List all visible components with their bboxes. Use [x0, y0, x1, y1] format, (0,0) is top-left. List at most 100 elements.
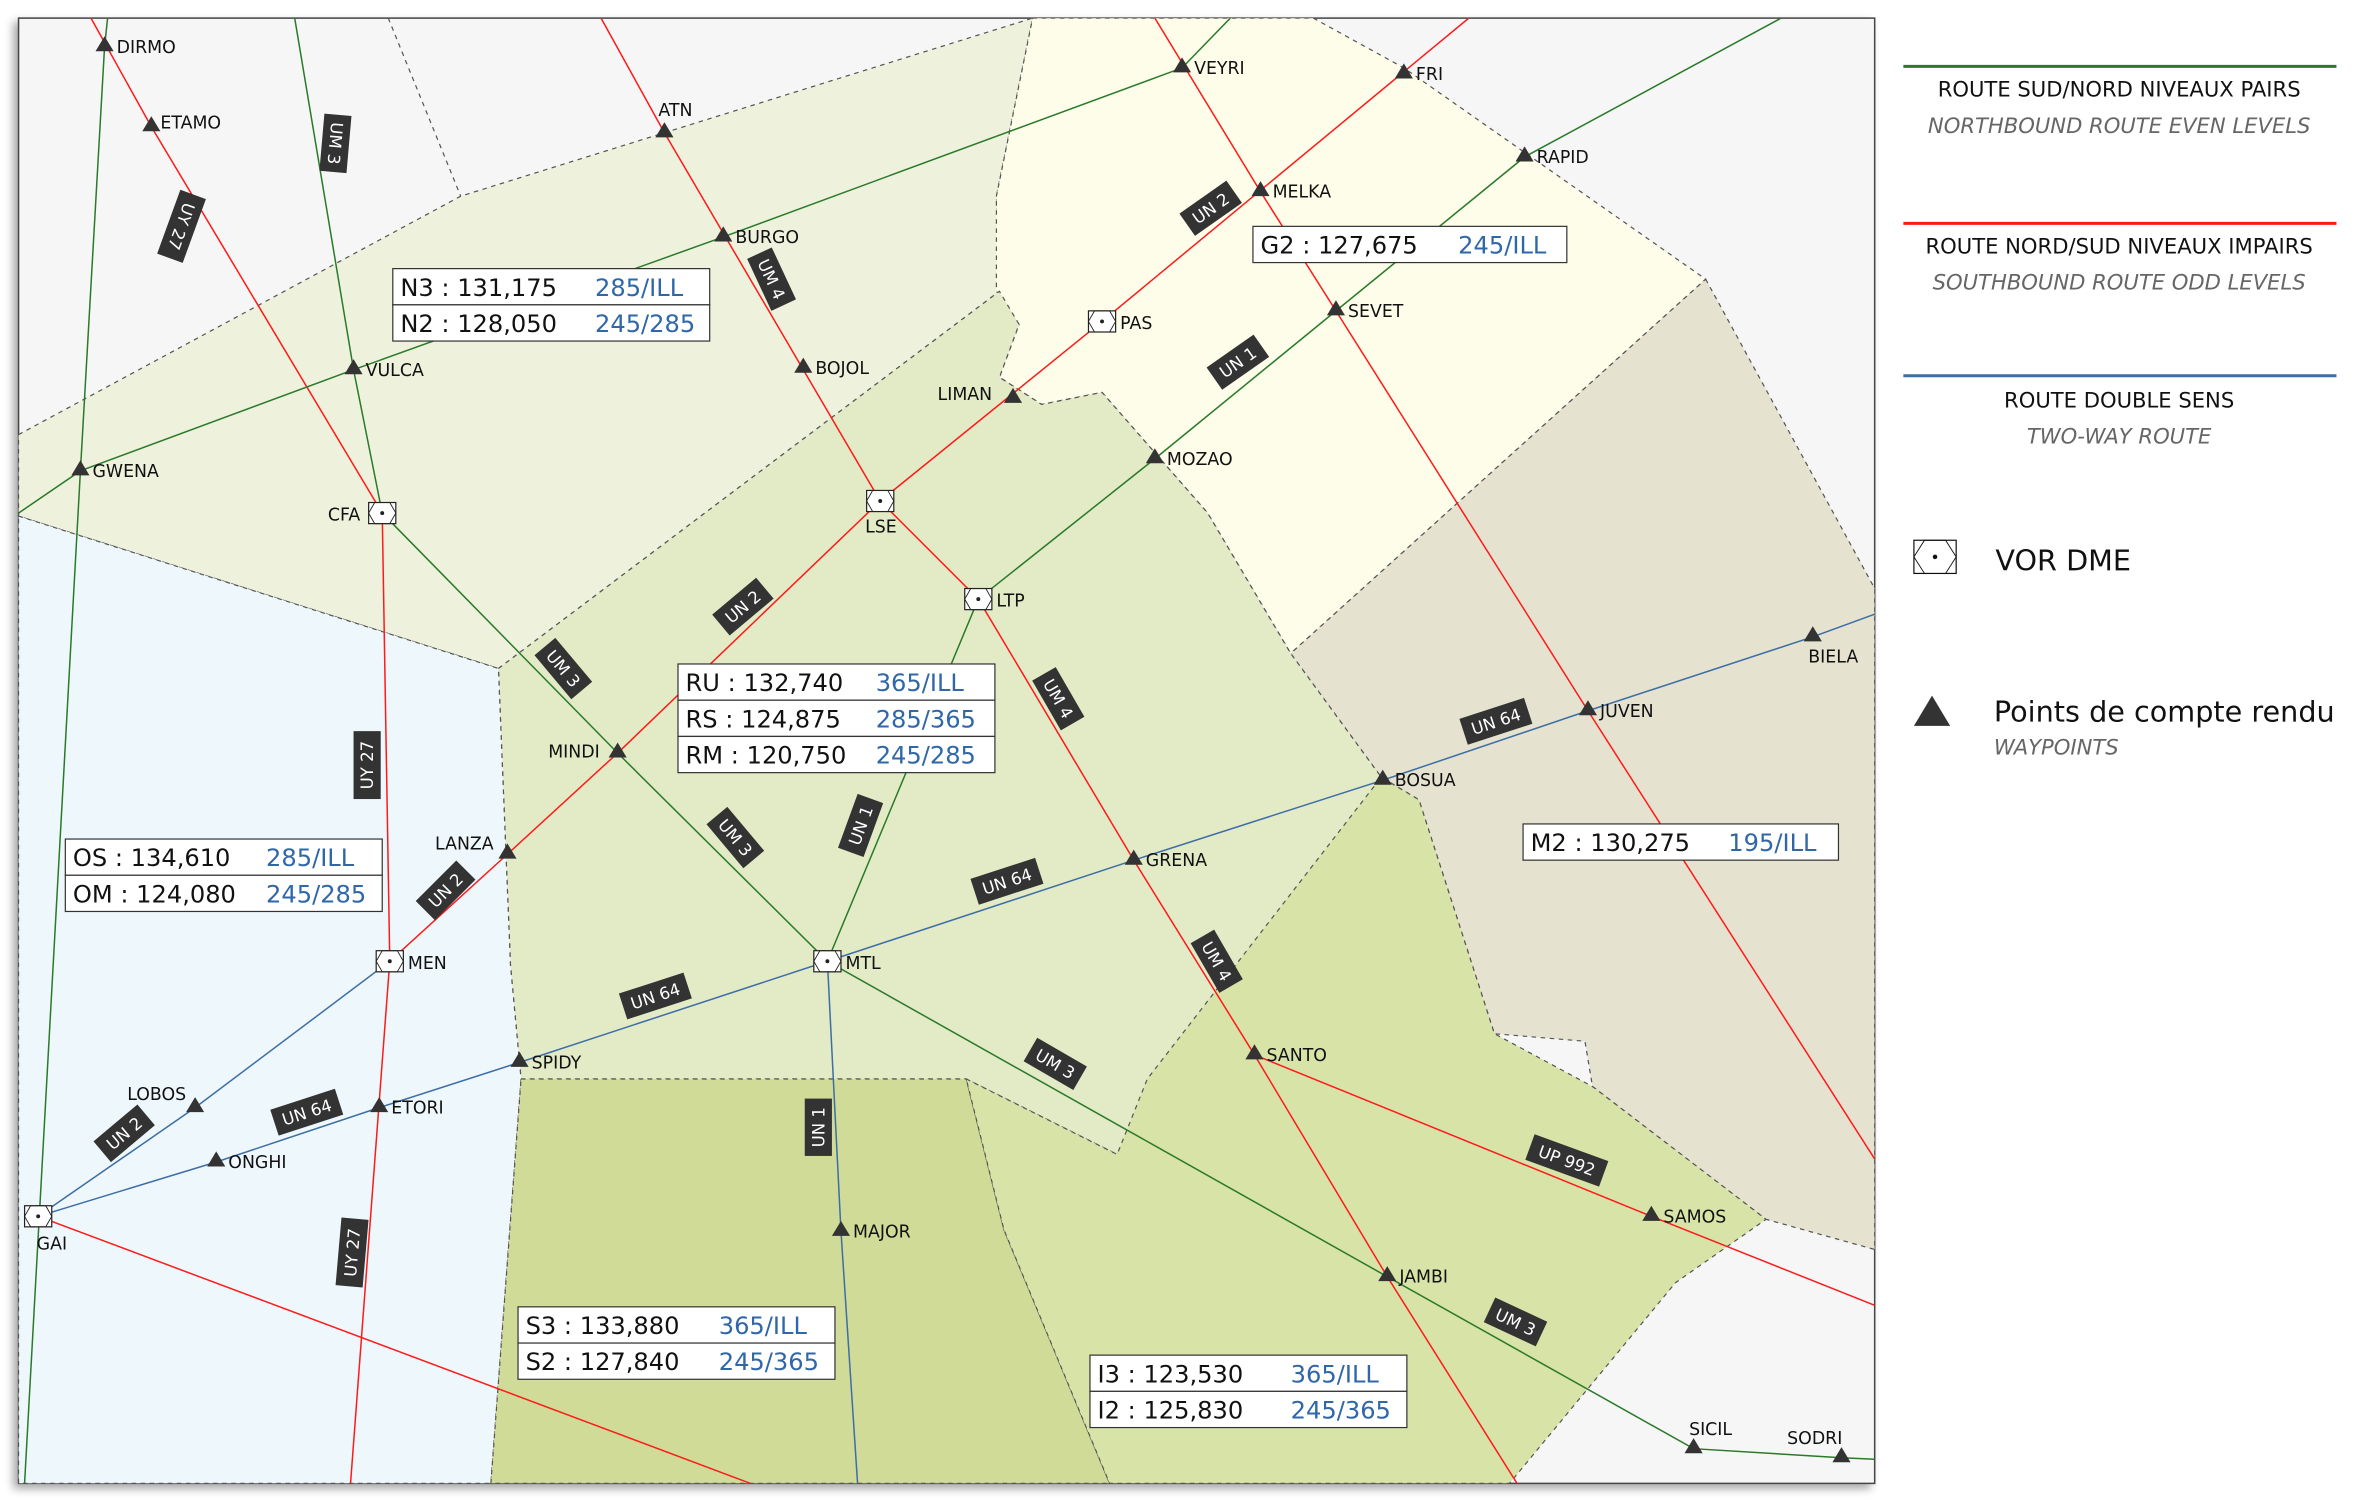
route-label-bg	[712, 577, 774, 636]
waypoint-triangle-icon	[831, 1220, 851, 1236]
waypoint-lanza: LANZA	[435, 835, 517, 859]
waypoint-mozao: MOZAO	[1145, 448, 1233, 470]
frequency: 132,740	[743, 669, 843, 697]
waypoint-triangle-icon	[142, 116, 161, 132]
separator: :	[720, 669, 743, 697]
waypoint-vulca: VULCA	[344, 359, 424, 381]
region-o	[18, 515, 522, 1484]
waypoint-spidy: SPIDY	[510, 1051, 582, 1073]
waypoint-triangle-icon	[1832, 1447, 1851, 1463]
route-label-bg	[157, 189, 206, 263]
flight-levels: 245/365	[1291, 1397, 1391, 1425]
waypoint-triangle-icon	[1394, 63, 1413, 79]
waypoint-gwena: GWENA	[71, 460, 159, 482]
route-label: UY 27	[335, 1217, 369, 1288]
route-label-bg	[335, 1217, 369, 1288]
sector-name: S3	[526, 1312, 557, 1340]
route-label-bg	[747, 247, 796, 311]
waypoint-name: RAPID	[1537, 148, 1589, 168]
waypoint-biela: BIELA	[1803, 626, 1858, 667]
waypoint-triangle-icon	[498, 843, 517, 859]
waypoint-major: MAJOR	[831, 1220, 911, 1242]
vor-pas: PAS	[1087, 310, 1152, 334]
flight-levels: 245/285	[595, 310, 695, 338]
route-label-bg	[93, 1104, 155, 1163]
waypoint-triangle-icon	[510, 1051, 529, 1067]
waypoint-triangle-icon	[186, 1097, 205, 1113]
route-label-bg	[706, 806, 765, 869]
legend-northbound-en: NORTHBOUND ROUTE EVEN LEVELS	[1928, 113, 2310, 138]
separator: :	[1567, 829, 1590, 857]
legend-southbound-fr: ROUTE NORD/SUD NIVEAUX IMPAIRS	[1925, 234, 2312, 259]
sector-name: S2	[526, 1348, 557, 1376]
vor-name: LTP	[996, 592, 1024, 612]
flight-levels: 285/365	[876, 705, 976, 733]
waypoint-triangle-icon	[794, 357, 813, 373]
waypoint-onghi: ONGHI	[207, 1151, 287, 1173]
sector-name: OS	[73, 844, 107, 872]
waypoint-name: SEVET	[1348, 302, 1404, 322]
frequency-row	[517, 1342, 836, 1380]
waypoint-name: BURGO	[735, 228, 799, 248]
frequency: 127,675	[1318, 232, 1418, 260]
waypoint-triangle-icon	[1003, 387, 1023, 403]
waypoint-name: SODRI	[1787, 1429, 1842, 1449]
waypoint-name: VULCA	[366, 361, 424, 381]
waypoint-name: BOJOL	[815, 359, 869, 379]
waypoint-name: VEYRI	[1194, 59, 1245, 79]
separator: :	[723, 742, 746, 770]
route-label-text: UY 27	[358, 741, 377, 790]
separator: :	[718, 705, 741, 733]
waypoint-grena: GRENA	[1124, 849, 1207, 871]
waypoint-dirmo: DIRMO	[95, 36, 176, 58]
frequency: 128,050	[457, 310, 557, 338]
flight-levels: 365/ILL	[1291, 1360, 1380, 1388]
waypoint-name: FRI	[1416, 65, 1443, 85]
waypoint-name: JAMBI	[1398, 1268, 1448, 1288]
route-label-bg	[970, 857, 1044, 905]
legend-vor-label: VOR DME	[1995, 543, 2131, 577]
route-label-bg	[1023, 1037, 1087, 1090]
route-label-bg	[1459, 697, 1533, 745]
vor-men: MEN	[375, 950, 447, 974]
route-label-bg	[1032, 667, 1085, 731]
waypoint-name: SPIDY	[532, 1053, 582, 1073]
waypoint-bojol: BOJOL	[794, 357, 869, 379]
route-label: UN 1	[1206, 334, 1270, 390]
flight-levels: 195/ILL	[1728, 829, 1817, 857]
waypoint-juven: JUVEN	[1578, 700, 1654, 722]
vor-name: GAI	[37, 1234, 67, 1254]
route-label-text: UM 3	[324, 121, 347, 165]
waypoint-melka: MELKA	[1251, 181, 1331, 203]
twoway-route	[37, 613, 1875, 1218]
waypoint-bosua: BOSUA	[1373, 769, 1456, 791]
route-label-bg	[1525, 1134, 1609, 1187]
waypoint-triangle-icon	[714, 226, 733, 242]
route-label-bg	[319, 113, 352, 174]
waypoint-samos: SAMOS	[1642, 1205, 1726, 1227]
sector-name: RU	[686, 669, 720, 697]
waypoint-sevet: SEVET	[1326, 300, 1404, 322]
waypoint-triangle-icon	[1172, 57, 1192, 73]
frequency: 133,880	[580, 1312, 680, 1340]
waypoint-etamo: ETAMO	[142, 113, 221, 133]
frequency-row	[64, 838, 383, 876]
flight-levels: 245/ILL	[1458, 232, 1547, 260]
route-label-text: UN 1	[809, 1107, 828, 1147]
flight-levels: 285/ILL	[266, 844, 355, 872]
waypoint-santo: SANTO	[1245, 1044, 1327, 1066]
vor-name: MTL	[846, 954, 882, 974]
sector-name: G2	[1260, 232, 1294, 260]
route-label-bg	[804, 1098, 832, 1156]
waypoint-triangle-icon	[207, 1151, 226, 1167]
sector-name: N3	[400, 274, 433, 302]
waypoint-liman: LIMAN	[938, 385, 1023, 405]
